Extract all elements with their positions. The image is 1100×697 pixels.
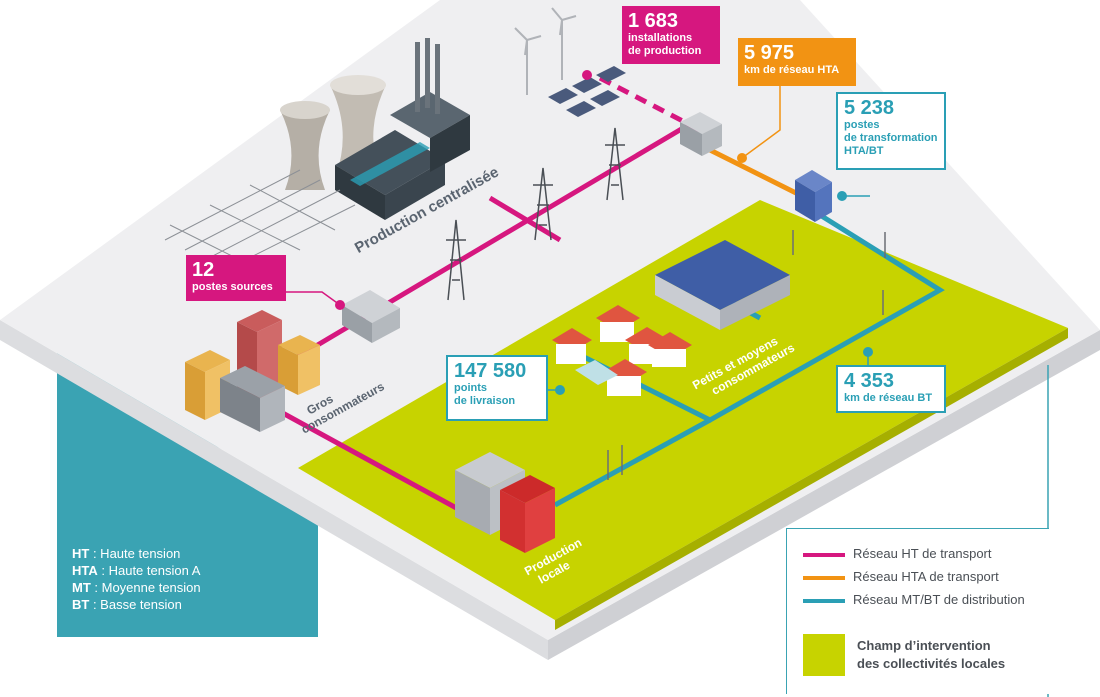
callout-number: 5 975 — [744, 42, 795, 64]
callout-label: de transformation — [844, 132, 938, 144]
callout-postes-sources: 12 postes sources — [186, 255, 286, 301]
glossary-row: MT : Moyenne tension — [72, 580, 201, 595]
callout-number: 1 683 — [628, 10, 679, 32]
callout-label: postes — [844, 119, 880, 131]
transformer-hta — [680, 112, 722, 156]
bt-line-2 — [553, 417, 712, 508]
platform-side — [0, 320, 548, 660]
callout-label: installations — [628, 32, 693, 44]
callout-label: de livraison — [454, 395, 516, 407]
apartment-buildings — [185, 310, 320, 432]
power-plant — [335, 38, 470, 220]
legend-area-label: Champ d’intervention des collectivités l… — [857, 638, 1006, 671]
wind-turbines — [514, 7, 577, 95]
callout-label: km de réseau HTA — [744, 64, 840, 76]
transformer-sources — [342, 290, 400, 343]
callout-label: de production — [628, 45, 702, 57]
houses — [552, 305, 692, 396]
callout-number: 4 353 — [844, 370, 895, 392]
pylons — [446, 127, 625, 301]
legend-hta-swatch — [803, 575, 845, 580]
callout-label: points — [454, 382, 487, 394]
callout-label: HTA/BT — [844, 145, 884, 157]
legend-hta: Réseau HTA de transport — [803, 569, 999, 584]
platform-side-right — [548, 330, 1100, 660]
hta-line — [708, 147, 812, 203]
callout-label: postes sources — [192, 281, 273, 293]
callout-hta-network: 5 975 km de réseau HTA — [738, 38, 856, 86]
glossary: HT : Haute tension HTA : Haute tension A… — [72, 545, 201, 613]
legend-mtbt: Réseau MT/BT de distribution — [803, 592, 1025, 607]
ht-line — [260, 115, 702, 381]
callout-installations: 1 683 installations de production — [622, 6, 720, 64]
glossary-row: BT : Basse tension — [72, 597, 182, 612]
callout-label: km de réseau BT — [844, 392, 933, 404]
glossary-row: HT : Haute tension — [72, 546, 181, 561]
legend-mtbt-swatch — [803, 598, 845, 603]
legend-area-swatch — [803, 634, 845, 676]
callout-number: 12 — [192, 259, 215, 281]
platform-top — [0, 0, 1100, 640]
local-production-building — [455, 452, 555, 553]
transformer-htabt — [795, 170, 832, 222]
substation-grid — [164, 169, 356, 271]
callout-bt-network: 4 353 km de réseau BT — [836, 365, 946, 413]
legend-ht-swatch — [803, 552, 845, 557]
ht-line-branch — [488, 195, 562, 243]
solar-panels — [548, 66, 626, 117]
callout-points-livraison: 147 580 points de livraison — [446, 355, 548, 421]
glossary-row: HTA : Haute tension A — [72, 563, 201, 578]
warehouse — [655, 240, 790, 330]
small-poles — [607, 230, 886, 480]
callout-number: 5 238 — [844, 97, 895, 119]
bt-line — [578, 212, 945, 423]
legend: Réseau HT de transport Réseau HTA de tra… — [786, 528, 1049, 694]
legend-ht: Réseau HT de transport — [803, 546, 992, 561]
callout-postes-transfo: 5 238 postes de transformation HTA/BT — [836, 92, 946, 170]
ht-line-gros — [266, 402, 462, 513]
callout-number: 147 580 — [454, 360, 527, 382]
